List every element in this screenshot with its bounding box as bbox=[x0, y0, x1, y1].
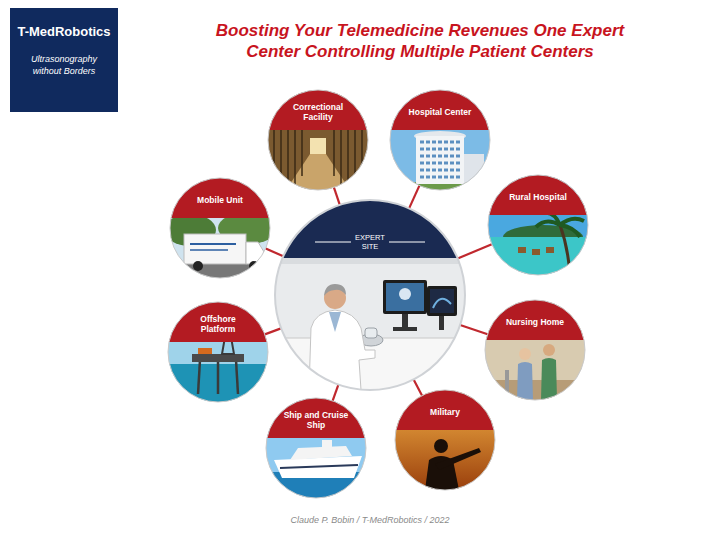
location-heading: Rural Hospital bbox=[509, 193, 567, 203]
connector-line bbox=[265, 328, 281, 334]
expert-site-circle: EXPERT SITE bbox=[275, 200, 465, 390]
circle-heading-band: Nursing Home bbox=[485, 309, 585, 337]
location-circle: Rural Hospital bbox=[488, 175, 588, 275]
connector-line bbox=[414, 379, 422, 395]
location-heading: Nursing Home bbox=[506, 318, 564, 328]
location-heading: Correctional Facility bbox=[284, 103, 352, 123]
mobile-photo bbox=[164, 178, 278, 278]
hub-heading: EXPERT SITE bbox=[348, 233, 392, 251]
rural-photo bbox=[488, 175, 588, 275]
location-circle: Correctional Facility bbox=[268, 90, 368, 190]
location-circle: Offshore Platform bbox=[168, 302, 268, 402]
connector-line bbox=[458, 244, 492, 258]
circle-heading-band: Correctional Facility bbox=[268, 99, 368, 127]
offshore-photo bbox=[168, 302, 268, 402]
location-heading: Military bbox=[430, 408, 460, 418]
circle-heading-band: Hospital Center bbox=[390, 99, 490, 127]
location-circle: Ship and Cruise Ship bbox=[266, 398, 366, 498]
location-circle: Military bbox=[395, 390, 495, 490]
connector-line bbox=[266, 248, 284, 256]
location-heading: Hospital Center bbox=[409, 108, 472, 118]
location-circle: Nursing Home bbox=[485, 300, 585, 400]
caption: Claude P. Bobin / T-MedRobotics / 2022 bbox=[170, 515, 570, 525]
location-circle: Hospital Center bbox=[390, 90, 490, 190]
title: Boosting Your Telemedicine Revenues One … bbox=[190, 20, 650, 62]
circle-heading-band: EXPERT SITE bbox=[275, 226, 465, 258]
circle-heading-band: Ship and Cruise Ship bbox=[266, 407, 366, 435]
connector-line bbox=[460, 325, 488, 334]
brand-name: T-MedRobotics bbox=[10, 24, 118, 39]
circle-heading-band: Mobile Unit bbox=[170, 187, 270, 215]
military-photo bbox=[395, 390, 495, 490]
connector-line bbox=[334, 187, 340, 205]
connector-line bbox=[409, 186, 419, 209]
circle-heading-band: Offshore Platform bbox=[168, 311, 268, 339]
connector-line bbox=[333, 385, 339, 401]
expert-photo bbox=[275, 200, 465, 390]
location-circle: Mobile Unit bbox=[170, 178, 270, 278]
location-heading: Ship and Cruise Ship bbox=[282, 411, 350, 431]
correctional-photo bbox=[268, 90, 368, 190]
nursing-photo bbox=[485, 300, 585, 400]
brand-tagline: Ultrasonography without Borders bbox=[10, 53, 118, 77]
logo-box: T-MedRoboticsUltrasonography without Bor… bbox=[10, 8, 118, 112]
location-heading: Offshore Platform bbox=[184, 315, 252, 335]
circle-heading-band: Military bbox=[395, 399, 495, 427]
circle-heading-band: Rural Hospital bbox=[488, 184, 588, 212]
hospital-photo bbox=[390, 90, 490, 190]
location-heading: Mobile Unit bbox=[197, 196, 243, 206]
ship-photo bbox=[266, 398, 366, 498]
